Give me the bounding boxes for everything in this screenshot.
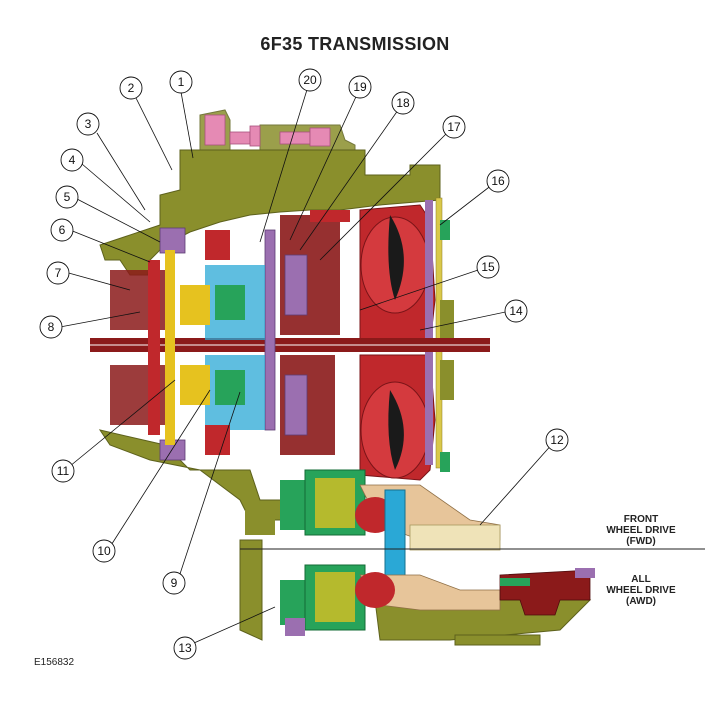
callout-17: 17 [442, 115, 466, 139]
svg-text:4: 4 [69, 153, 76, 167]
svg-text:20: 20 [303, 73, 317, 87]
callout-19: 19 [348, 75, 372, 99]
svg-text:8: 8 [48, 320, 55, 334]
callout-12: 12 [545, 428, 569, 452]
svg-text:18: 18 [396, 96, 410, 110]
awd-label-line-3: (AWD) [626, 596, 656, 607]
front-clutch-drum [110, 250, 175, 445]
final-drive-fwd [245, 469, 501, 551]
callout-1: 1 [169, 70, 193, 94]
fwd-label-line-3: (FWD) [626, 536, 656, 547]
svg-text:17: 17 [447, 120, 461, 134]
awd-label: ALL WHEEL DRIVE (AWD) [598, 574, 684, 607]
svg-text:3: 3 [85, 117, 92, 131]
callout-16: 16 [486, 169, 510, 193]
svg-text:11: 11 [57, 464, 70, 478]
svg-text:1: 1 [178, 75, 185, 89]
svg-text:12: 12 [550, 433, 564, 447]
callout-20: 20 [298, 68, 322, 92]
callout-3: 3 [76, 112, 100, 136]
svg-text:10: 10 [97, 544, 111, 558]
callout-leader-lines [59, 79, 555, 648]
callout-14: 14 [504, 299, 528, 323]
planetary-gearsets [180, 230, 265, 455]
fwd-label-line-2: WHEEL DRIVE [606, 525, 676, 536]
fwd-label: FRONT WHEEL DRIVE (FWD) [598, 514, 684, 547]
svg-text:19: 19 [353, 80, 367, 94]
callout-13: 13 [173, 636, 197, 660]
callout-2: 2 [119, 76, 143, 100]
svg-text:7: 7 [55, 266, 62, 280]
callout-markers: 1 2 3 4 5 6 7 8 9 10 11 12 13 14 15 16 1… [39, 68, 569, 660]
svg-text:6: 6 [59, 223, 66, 237]
callout-9: 9 [162, 571, 186, 595]
torque-converter [359, 197, 454, 481]
svg-text:15: 15 [481, 260, 495, 274]
callout-10: 10 [92, 539, 116, 563]
svg-text:9: 9 [171, 576, 178, 590]
svg-text:16: 16 [491, 174, 505, 188]
svg-text:2: 2 [128, 81, 135, 95]
figure-code: E156832 [34, 657, 75, 668]
callout-5: 5 [55, 185, 79, 209]
valve-body [204, 114, 331, 147]
svg-text:14: 14 [509, 304, 523, 318]
callout-15: 15 [476, 255, 500, 279]
diagram-title: 6F35 TRANSMISSION [260, 34, 450, 54]
callout-6: 6 [50, 218, 74, 242]
svg-text:5: 5 [64, 190, 71, 204]
callout-8: 8 [39, 315, 63, 339]
awd-label-line-1: ALL [631, 574, 651, 585]
awd-label-line-2: WHEEL DRIVE [606, 585, 676, 596]
callout-11: 11 [51, 459, 75, 483]
callout-7: 7 [46, 261, 70, 285]
callout-4: 4 [60, 148, 84, 172]
callout-18: 18 [391, 91, 415, 115]
final-drive-awd [280, 564, 595, 636]
svg-text:13: 13 [178, 641, 192, 655]
fwd-label-line-1: FRONT [623, 514, 659, 525]
